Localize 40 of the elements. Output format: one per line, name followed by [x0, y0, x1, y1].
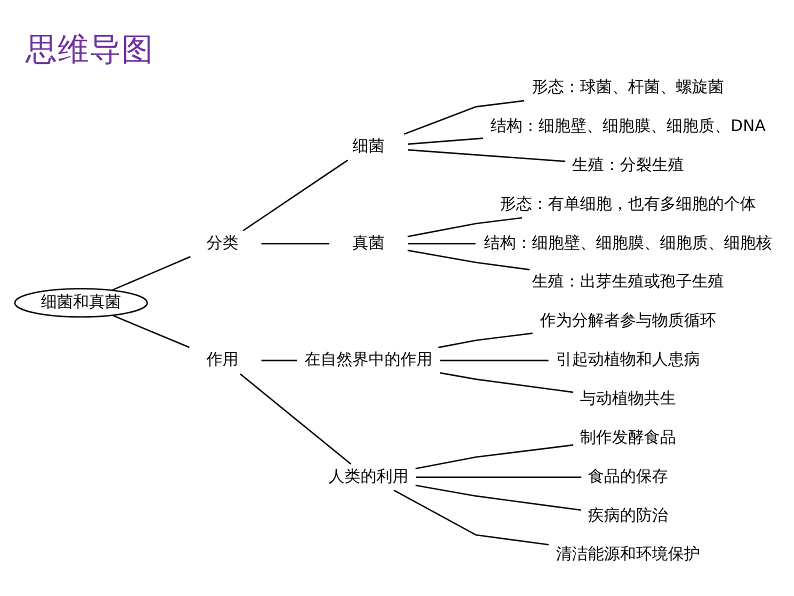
node-text: 在自然界中的作用 [304, 349, 432, 368]
connector [403, 100, 524, 134]
connector [407, 242, 476, 244]
node-text: 与动植物共生 [580, 388, 676, 407]
connector [440, 372, 573, 392]
node-text: 制作发酵食品 [580, 426, 676, 446]
node-text: 结构：细胞壁、细胞膜、细胞质、细胞核 [484, 232, 772, 252]
connector [407, 249, 530, 270]
connector [112, 256, 190, 290]
connector [393, 489, 548, 545]
node-text: 结构：细胞壁、细胞膜、细胞质、DNA [490, 115, 766, 134]
connector [438, 332, 532, 348]
node-text: 生殖：出芽生殖或孢子生殖 [532, 271, 724, 290]
connector [414, 484, 581, 510]
connector [242, 159, 348, 231]
connector [440, 359, 548, 361]
node-text: 引起动植物和人患病 [556, 349, 700, 368]
connector [407, 137, 482, 144]
node-text: 形态：球菌、杆菌、螺旋菌 [532, 76, 724, 96]
node-text: 疾病的防治 [588, 504, 668, 524]
node-text: 生殖：分裂生殖 [572, 154, 684, 174]
node-text: 作为分解者参与物质循环 [540, 310, 716, 330]
node-text: 细菌 [352, 136, 384, 155]
diagram-title: 思维导图 [25, 32, 154, 68]
node-ellipse: 细菌和真菌 [14, 287, 148, 318]
connector [260, 242, 329, 244]
connector [415, 476, 581, 478]
connector [414, 444, 573, 469]
connector [407, 148, 565, 162]
connector [260, 359, 296, 361]
connector [112, 314, 190, 348]
node-text: 清洁能源和环境保护 [556, 544, 700, 563]
connector [239, 372, 351, 464]
node-text: 形态：有单细胞，也有多细胞的个体 [500, 193, 756, 212]
node-text: 真菌 [352, 232, 384, 252]
node-text: 分类 [206, 232, 238, 252]
node-text: 食品的保存 [588, 466, 668, 485]
node-text: 作用 [206, 349, 238, 368]
connector [407, 216, 522, 237]
node-text: 人类的利用 [328, 466, 408, 485]
